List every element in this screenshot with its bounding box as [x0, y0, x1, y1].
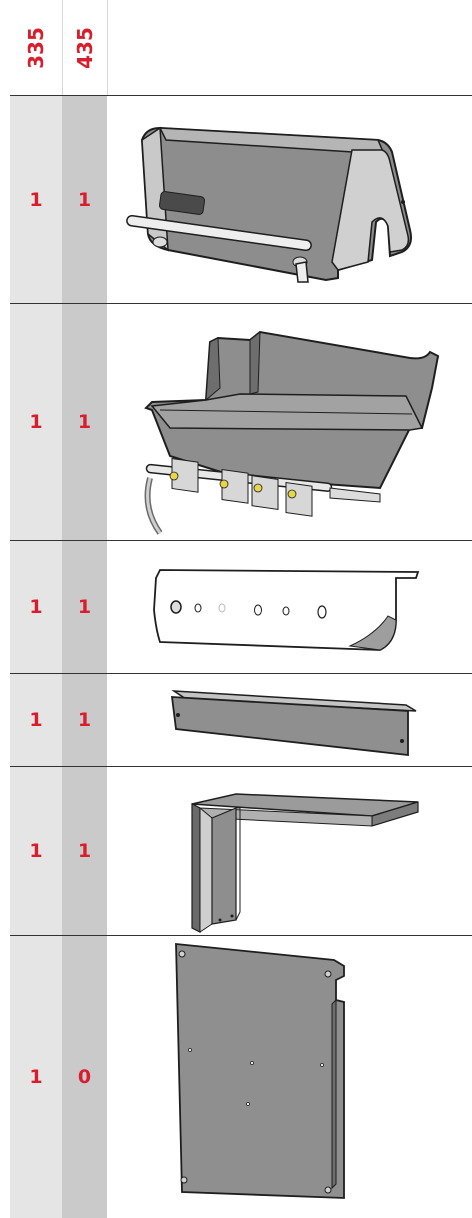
row-divider: [10, 673, 472, 674]
lid-part-image: [126, 126, 412, 283]
qty-435: 1: [77, 411, 92, 433]
row-divider: [10, 303, 472, 304]
column-335-header-bg: [10, 0, 62, 95]
qty-335: 1: [29, 411, 43, 433]
column-335-background: [10, 0, 62, 1218]
grease-tray-rail-part-image: [170, 690, 417, 757]
row-divider: [10, 540, 472, 541]
qty-435: 1: [77, 188, 92, 211]
qty-335: 1: [29, 188, 43, 211]
row-divider: [10, 95, 472, 96]
header-335: 335: [24, 26, 48, 69]
header-435: 435: [72, 26, 97, 69]
qty-435: 0: [77, 1066, 92, 1088]
row-divider: [10, 766, 472, 767]
qty-335: 1: [29, 1066, 43, 1088]
rear-panel-part-image: [175, 943, 345, 1199]
column-435-header-bg: [62, 0, 107, 95]
qty-335: 1: [29, 709, 43, 731]
header-separator: [107, 0, 108, 95]
qty-435: 1: [77, 596, 92, 618]
qty-335: 1: [29, 596, 43, 618]
row-divider: [10, 935, 472, 936]
column-435-background: [62, 0, 107, 1218]
qty-435: 1: [77, 840, 92, 862]
side-panel-part-image: [191, 793, 419, 933]
header-separator: [62, 0, 63, 95]
qty-335: 1: [29, 840, 43, 862]
qty-435: 1: [77, 709, 92, 731]
cookbox-part-image: [144, 330, 440, 535]
control-panel-part-image: [153, 569, 420, 651]
